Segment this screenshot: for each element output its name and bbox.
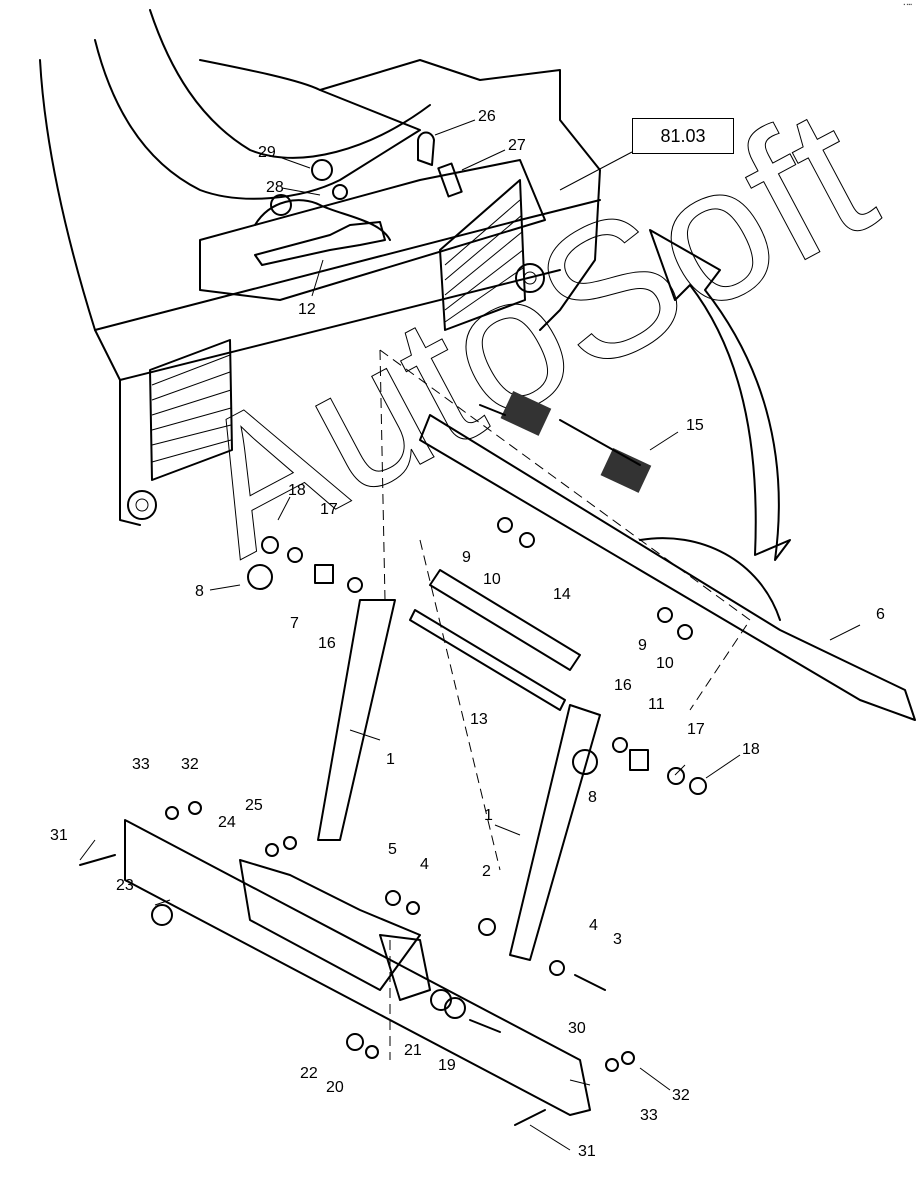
callout-32[interactable]: 32: [181, 756, 199, 773]
callout-7[interactable]: 7: [290, 615, 299, 632]
leader-lines: [79, 119, 861, 1151]
callout-27[interactable]: 27: [508, 137, 526, 154]
callout-33[interactable]: 33: [132, 756, 150, 773]
callout-1b[interactable]: 1: [484, 807, 493, 824]
callout-32b[interactable]: 32: [672, 1087, 690, 1104]
callout-29[interactable]: 29: [258, 144, 276, 161]
callout-33b[interactable]: 33: [640, 1107, 658, 1124]
callout-16[interactable]: 16: [318, 635, 336, 652]
callout-13[interactable]: 13: [470, 711, 488, 728]
callout-11[interactable]: 11: [648, 696, 665, 713]
callout-21[interactable]: 21: [404, 1042, 422, 1059]
assembly-arrow: [649, 229, 791, 561]
callout-4b[interactable]: 4: [589, 917, 598, 934]
shaft-14: [429, 569, 581, 671]
callout-31[interactable]: 31: [50, 827, 68, 844]
callout-17b[interactable]: 17: [687, 721, 705, 738]
callout-12[interactable]: 12: [298, 301, 316, 318]
callout-28[interactable]: 28: [266, 179, 284, 196]
bottom-frame: [124, 819, 591, 1116]
springs-15: [479, 390, 652, 493]
corner-mark: ▪︎ ▪︎▪︎▪︎: [903, 2, 912, 8]
callout-5[interactable]: 5: [388, 841, 397, 858]
callout-6[interactable]: 6: [876, 606, 885, 623]
callout-17[interactable]: 17: [320, 501, 338, 518]
callout-14[interactable]: 14: [553, 586, 571, 603]
callout-8b[interactable]: 8: [588, 789, 597, 806]
callout-9b[interactable]: 9: [638, 637, 647, 654]
callout-18b[interactable]: 18: [742, 741, 760, 758]
pedal-lever-6: [419, 414, 916, 721]
callout-24[interactable]: 24: [218, 814, 236, 831]
callout-3[interactable]: 3: [613, 931, 622, 948]
arm-1-left: [317, 599, 396, 841]
callout-8[interactable]: 8: [195, 583, 204, 600]
reference-box[interactable]: 81.03: [632, 118, 734, 154]
callout-10[interactable]: 10: [483, 571, 501, 588]
callout-9[interactable]: 9: [462, 549, 471, 566]
vent-right: [439, 179, 526, 331]
callout-19[interactable]: 19: [438, 1057, 456, 1074]
callout-23[interactable]: 23: [116, 877, 134, 894]
vent-left: [149, 339, 233, 481]
hardware: [79, 517, 707, 1126]
callout-25[interactable]: 25: [245, 797, 263, 814]
callout-15[interactable]: 15: [686, 417, 704, 434]
callout-1[interactable]: 1: [386, 751, 395, 768]
callout-16b[interactable]: 16: [614, 677, 632, 694]
callout-4[interactable]: 4: [420, 856, 429, 873]
callout-18[interactable]: 18: [288, 482, 306, 499]
callout-20[interactable]: 20: [326, 1079, 344, 1096]
callout-10b[interactable]: 10: [656, 655, 674, 672]
console-housing: [39, 9, 601, 526]
callout-30[interactable]: 30: [568, 1020, 586, 1037]
callout-2[interactable]: 2: [482, 863, 491, 880]
arm-1-right: [509, 704, 601, 961]
callout-31b[interactable]: 31: [578, 1143, 596, 1160]
rod-13: [409, 609, 566, 711]
callout-22[interactable]: 22: [300, 1065, 318, 1082]
callout-26[interactable]: 26: [478, 108, 496, 125]
